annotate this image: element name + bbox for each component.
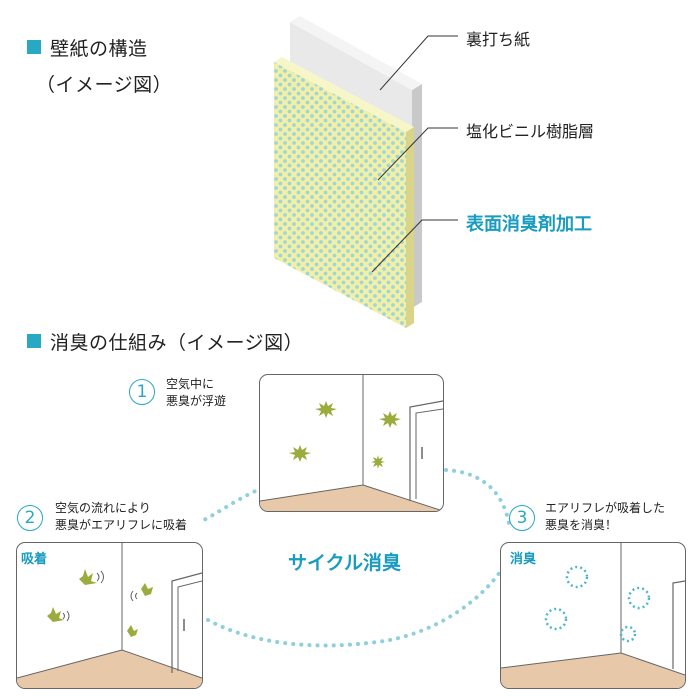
section-marker — [27, 40, 41, 54]
step-3-tag: 消臭 — [510, 552, 537, 567]
step-2-tag: 吸着 — [21, 552, 48, 567]
leader-line-surface — [371, 219, 458, 273]
step-number-2: 2 — [17, 505, 43, 531]
deodorized-particle — [544, 607, 568, 631]
step-2-line2: 悪臭がエアリフレに吸着 — [55, 518, 188, 532]
leader-line-resin — [377, 127, 458, 181]
mechanism-heading: 消臭の仕組み（イメージ図） — [50, 332, 304, 354]
floor — [260, 485, 443, 511]
odor-particle-sticking — [47, 607, 64, 622]
odor-particle — [315, 401, 337, 418]
step-number-1: 1 — [129, 379, 155, 405]
section-marker — [27, 334, 41, 348]
structure-subheading: （イメージ図） — [36, 74, 173, 96]
leader-line-backing — [379, 35, 458, 91]
step-2-line1: 空気の流れにより — [55, 501, 151, 515]
floor — [501, 653, 685, 688]
layer-label-surface: 表面消臭剤加工 — [466, 214, 592, 235]
door-frame — [409, 400, 443, 501]
deodorized-particle — [627, 586, 651, 610]
deodorized-particle — [565, 565, 589, 589]
odor-particle-sticking — [127, 625, 138, 637]
step-3-line1: エアリフレが吸着した — [545, 501, 666, 515]
odor-particle — [289, 445, 311, 462]
backing-paper-top — [290, 16, 422, 90]
resin-layer-edge — [406, 127, 414, 328]
odor-particle — [371, 455, 385, 469]
odor-particle — [379, 411, 401, 428]
step-number-3: 3 — [509, 505, 535, 531]
floor — [17, 650, 202, 688]
step-1-line1: 空気中に — [166, 377, 215, 391]
deodorized-particle — [619, 625, 637, 643]
step-1-line2: 悪臭が浮遊 — [166, 394, 227, 408]
step-2-room-panel — [16, 542, 203, 689]
layer-label-backing: 裏打ち紙 — [466, 30, 531, 49]
resin-layer-top — [274, 57, 414, 132]
wallpaper-layers-illustration — [274, 16, 458, 328]
odor-particle-sticking — [141, 583, 153, 596]
backing-paper-edge — [412, 84, 422, 308]
door-frame — [171, 572, 202, 673]
step-1-room-panel — [259, 374, 444, 512]
step-3-room-panel — [500, 542, 686, 689]
odor-particle-sticking — [79, 569, 97, 585]
door-frame — [672, 580, 685, 669]
structure-heading: 壁紙の構造 — [50, 38, 148, 60]
step-3-line2: 悪臭を消臭！ — [545, 518, 618, 532]
layer-label-resin: 塩化ビニル樹脂層 — [466, 122, 595, 141]
cycle-label: サイクル消臭 — [288, 552, 402, 574]
